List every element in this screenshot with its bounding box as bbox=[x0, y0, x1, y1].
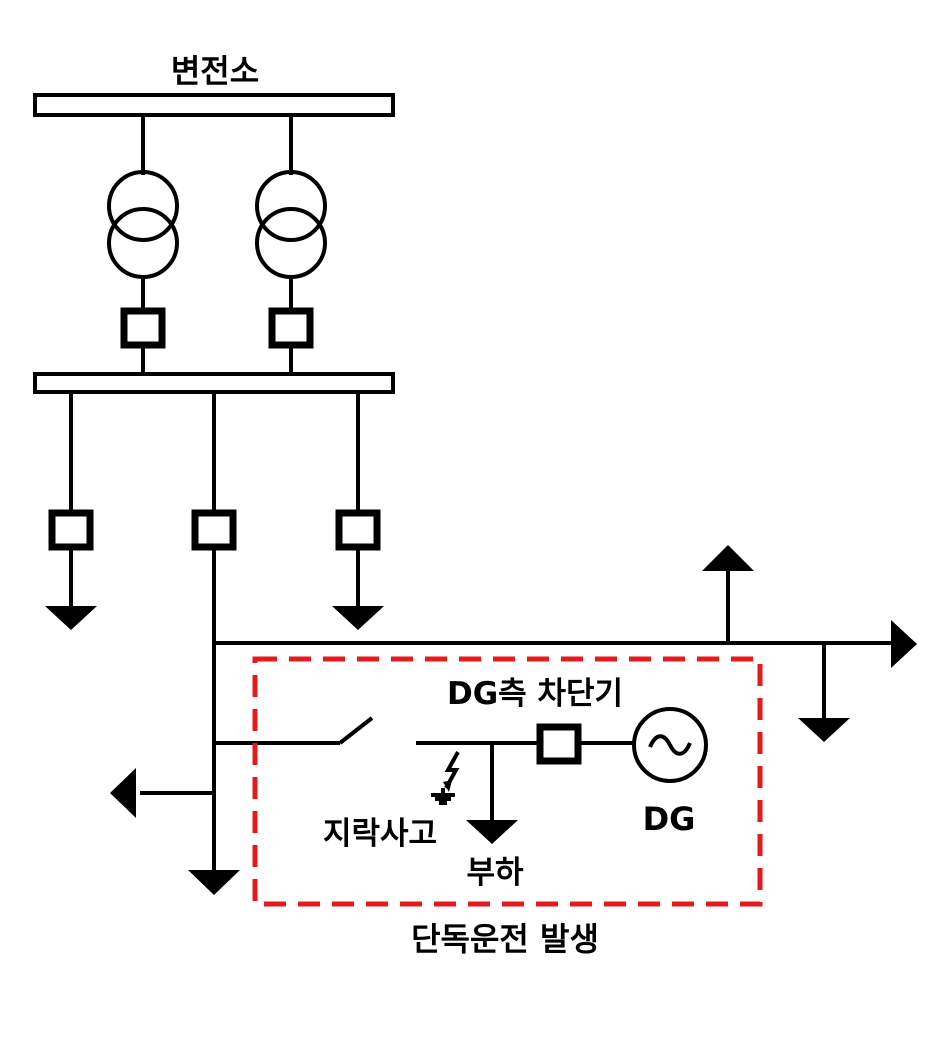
feeder-end-arrow-icon bbox=[891, 620, 917, 668]
load-label: 부하 bbox=[466, 855, 524, 891]
load-arrow-icon bbox=[702, 545, 754, 571]
transformer-icon bbox=[107, 170, 179, 279]
feeder-main bbox=[110, 392, 917, 895]
breaker-icon bbox=[268, 307, 314, 349]
lightning-icon bbox=[443, 751, 460, 792]
generator-icon bbox=[632, 707, 708, 783]
ground-fault-label: 지락사고 bbox=[323, 816, 437, 852]
load-arrow-icon bbox=[332, 606, 384, 630]
load-arrow-icon bbox=[798, 718, 850, 742]
feeder-right bbox=[332, 392, 384, 630]
transformer-icon bbox=[255, 170, 327, 279]
breaker-icon bbox=[191, 509, 237, 551]
transformer-branch-2 bbox=[255, 115, 327, 374]
dg-lateral bbox=[214, 707, 708, 844]
dg-label: DG bbox=[643, 800, 696, 838]
load-arrow-icon bbox=[466, 820, 518, 844]
load-arrow-icon bbox=[45, 606, 97, 630]
breaker-icon bbox=[335, 509, 381, 551]
dg-breaker-label: DG측 차단기 bbox=[447, 676, 623, 712]
transformer-branch-1 bbox=[107, 115, 179, 374]
open-switch-icon bbox=[338, 716, 374, 745]
ground-icon bbox=[431, 788, 455, 805]
dg-breaker-icon bbox=[536, 723, 582, 765]
islanding-boundary bbox=[252, 656, 763, 907]
breaker-icon bbox=[48, 509, 94, 551]
substation-label: 변전소 bbox=[171, 52, 259, 90]
load-arrow-icon bbox=[110, 768, 136, 818]
islanding-label: 단독운전 발생 bbox=[411, 920, 599, 958]
feeder-left bbox=[45, 392, 97, 630]
top-bus-bar bbox=[33, 93, 395, 117]
secondary-bus-bar bbox=[33, 372, 395, 394]
breaker-icon bbox=[120, 307, 166, 349]
load-arrow-icon bbox=[188, 870, 240, 895]
